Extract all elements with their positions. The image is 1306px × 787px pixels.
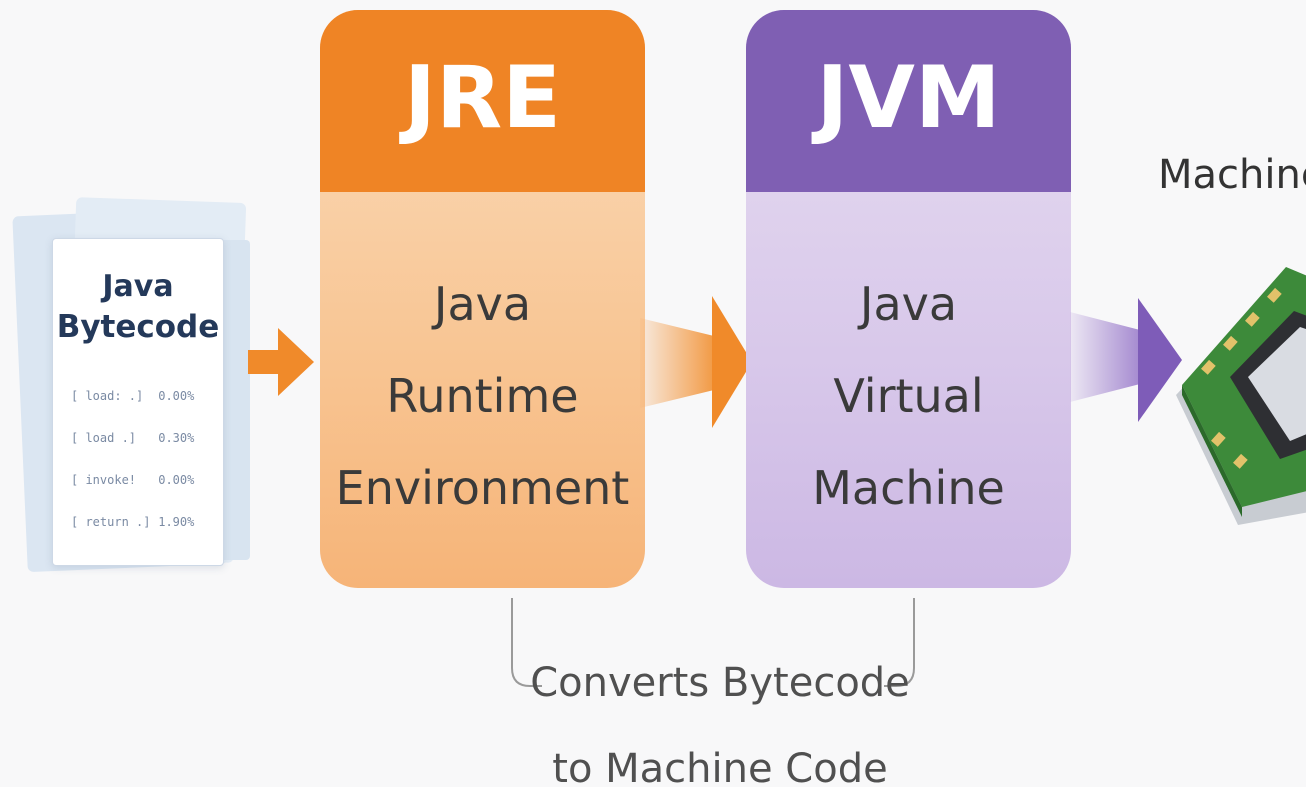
jre-header-label: JRE [404,48,561,148]
jre-box: JRE Java Runtime Environment [320,10,645,588]
bytecode-value: 0.00% [158,473,195,487]
caption-line2: to Machine Code [552,746,888,787]
bytecode-line: [ return .] 1.90% [71,515,221,529]
arrow-shaft-jvm-machine [1070,312,1140,402]
bytecode-line: [ load: .] 0.00% [71,389,221,403]
jvm-header: JVM [746,10,1071,192]
bytecode-page: Java Bytecode [ load: .] 0.00% [ load .]… [52,238,224,566]
bytecode-value: 0.30% [158,431,195,445]
bytecode-op: [ invoke! [71,473,137,487]
bytecode-value: 0.00% [158,389,195,403]
conversion-caption: Converts Bytecode to Machine Code [470,640,970,787]
machine-label: Machine [1158,152,1306,198]
bytecode-value: 1.90% [158,515,195,529]
bytecode-line: [ invoke! 0.00% [71,473,221,487]
bracket-connector [511,598,915,687]
bytecode-title-line2: Bytecode [56,309,220,345]
bytecode-title: Java Bytecode [53,267,223,347]
jvm-label-line1: Java [859,277,958,331]
bytecode-title-line1: Java [102,269,174,304]
arrow-right-icon [278,328,314,396]
jre-header: JRE [320,10,645,192]
jvm-label-line3: Machine [812,461,1005,515]
bytecode-op: [ load .] [71,431,137,445]
arrow-shaft-jre-jvm [640,318,714,408]
caption-line1: Converts Bytecode [530,660,910,706]
jre-label-line1: Java [433,277,532,331]
jvm-label-line2: Virtual [833,369,984,423]
arrow-right-icon [712,296,752,428]
jvm-header-label: JVM [816,48,1001,148]
arrow-shaft-bytecode-jre [248,350,278,374]
bytecode-line: [ load .] 0.30% [71,431,221,445]
bytecode-op: [ return .] [71,515,151,529]
jvm-box: JVM Java Virtual Machine [746,10,1071,588]
jre-label-line2: Runtime [386,369,579,423]
jre-label-line3: Environment [335,461,630,515]
bytecode-op: [ load: .] [71,389,144,403]
cpu-chip-icon [1176,267,1306,525]
arrow-right-icon [1138,298,1182,422]
